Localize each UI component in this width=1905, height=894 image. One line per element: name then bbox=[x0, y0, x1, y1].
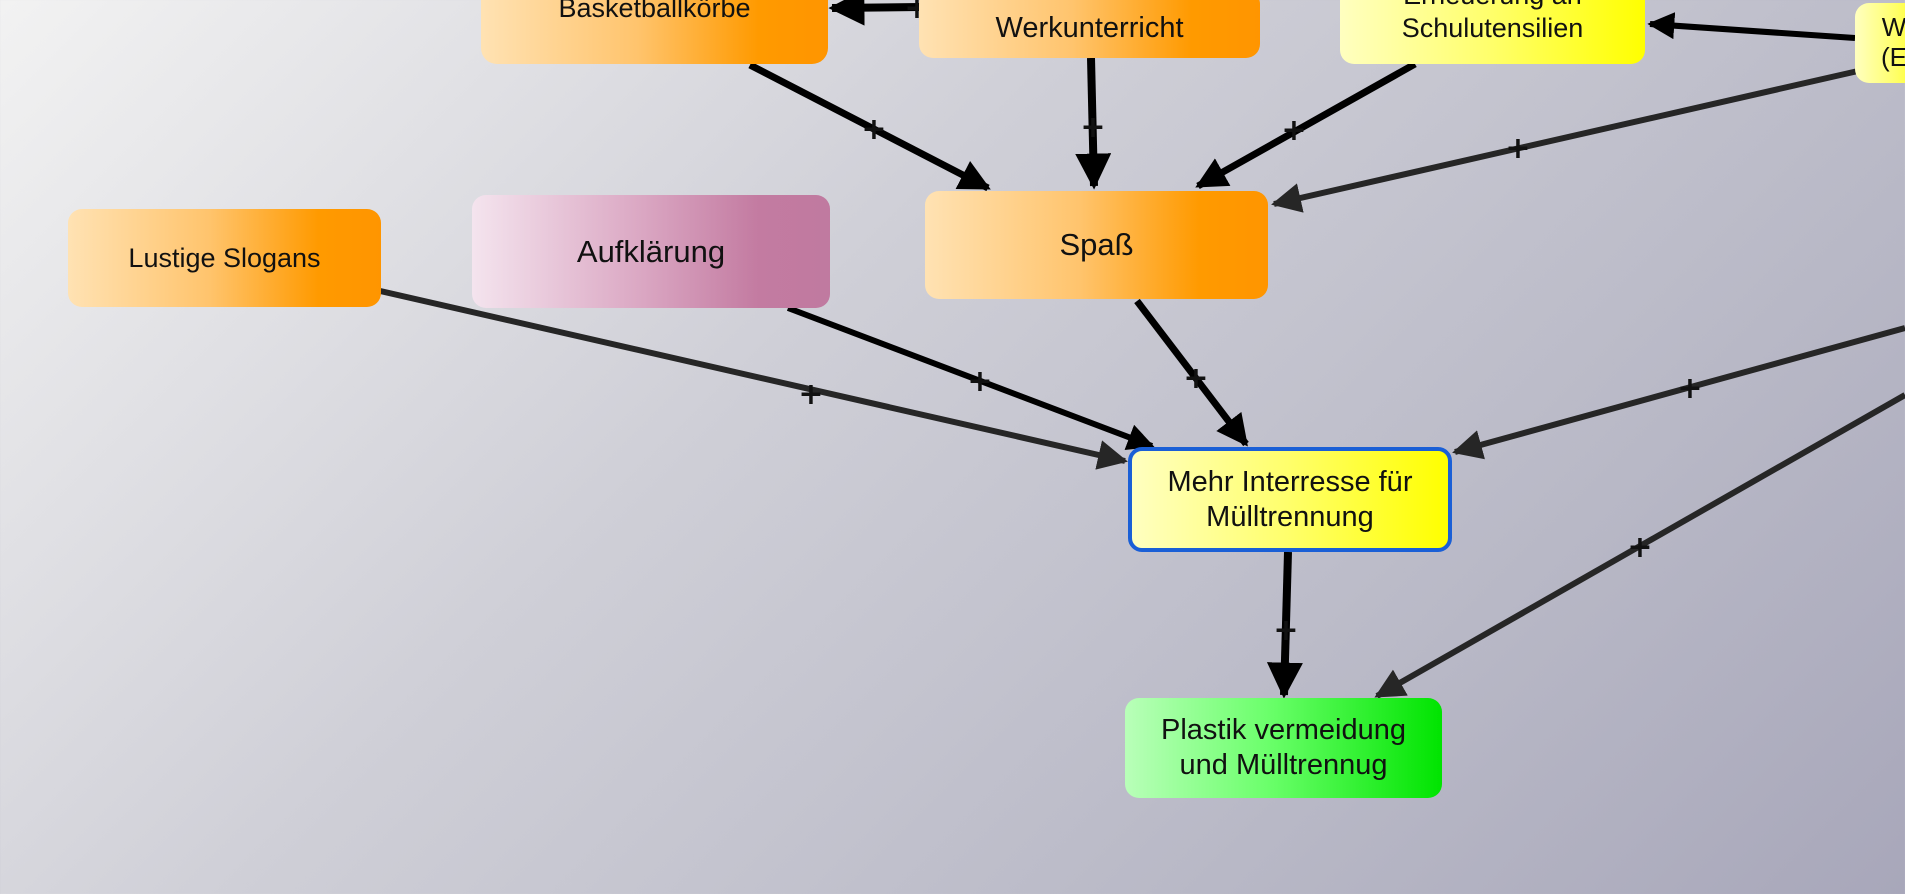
edge-sign: + bbox=[1183, 361, 1208, 396]
node-label: Werkunterricht bbox=[995, 12, 1184, 45]
node-label: Aufklärung bbox=[576, 233, 726, 269]
edge-sign: + bbox=[1505, 131, 1530, 166]
edge-spass-interesse[interactable]: + bbox=[1134, 298, 1249, 447]
edge-sign: + bbox=[798, 377, 823, 412]
node-label: W (E bbox=[1881, 12, 1905, 72]
edge-werkunterricht-spass[interactable]: + bbox=[1075, 57, 1112, 190]
edge-sign: + bbox=[1677, 371, 1702, 406]
edge-aufklaerung-interesse[interactable]: + bbox=[786, 305, 1155, 451]
edge-interesse-plastik[interactable]: + bbox=[1266, 551, 1303, 699]
node-offscreen-right[interactable]: W (E bbox=[1855, 3, 1905, 83]
node-label: Lustige Slogans bbox=[128, 242, 321, 273]
edge-offscreen-erneuerung[interactable] bbox=[1647, 12, 1856, 41]
node-aufklaerung[interactable]: Aufklärung bbox=[472, 195, 830, 308]
node-lustige-slogans[interactable]: Lustige Slogans bbox=[68, 209, 381, 307]
edge-basketballkoerbe-spass[interactable]: + bbox=[748, 61, 991, 192]
edge-sign: + bbox=[1627, 530, 1652, 565]
edge-offscreen-plastik[interactable]: + bbox=[1374, 392, 1905, 699]
node-plastik[interactable]: Plastik vermeidung und Mülltrennug bbox=[1125, 698, 1442, 798]
edge-sign: + bbox=[1281, 113, 1306, 148]
node-erneuerung[interactable]: Erneuerung an Schulutensilien bbox=[1340, 0, 1645, 64]
node-label: Basketballkörbe bbox=[558, 0, 751, 23]
edge-erneuerung-spass[interactable]: + bbox=[1195, 60, 1417, 190]
node-label: Plastik vermeidung und Mülltrennug bbox=[1161, 714, 1406, 781]
edge-werkunterricht-basketballkoerbe[interactable]: + bbox=[828, 0, 930, 26]
edge-sign: + bbox=[861, 112, 886, 147]
edge-sign: + bbox=[1080, 110, 1105, 145]
node-werkunterricht[interactable]: Werkunterricht bbox=[919, 0, 1260, 58]
edge-offscreen-interesse[interactable]: + bbox=[1452, 325, 1905, 460]
node-label: Erneuerung an Schulutensilien bbox=[1401, 0, 1584, 43]
node-mehr-interesse[interactable]: Mehr Interresse für Mülltrennung bbox=[1128, 447, 1452, 552]
edge-offscreen-spass[interactable]: + bbox=[1271, 68, 1859, 213]
edge-sign: + bbox=[967, 364, 992, 399]
node-basketballkoerbe[interactable]: Basketballkörbe bbox=[481, 0, 828, 64]
node-label: Spaß bbox=[1059, 227, 1134, 263]
edge-slogans-interesse[interactable]: + bbox=[379, 288, 1128, 470]
node-label: Mehr Interresse für Mülltrennung bbox=[1167, 465, 1413, 533]
edge-sign: + bbox=[1273, 613, 1298, 648]
node-spass[interactable]: Spaß bbox=[925, 191, 1268, 299]
